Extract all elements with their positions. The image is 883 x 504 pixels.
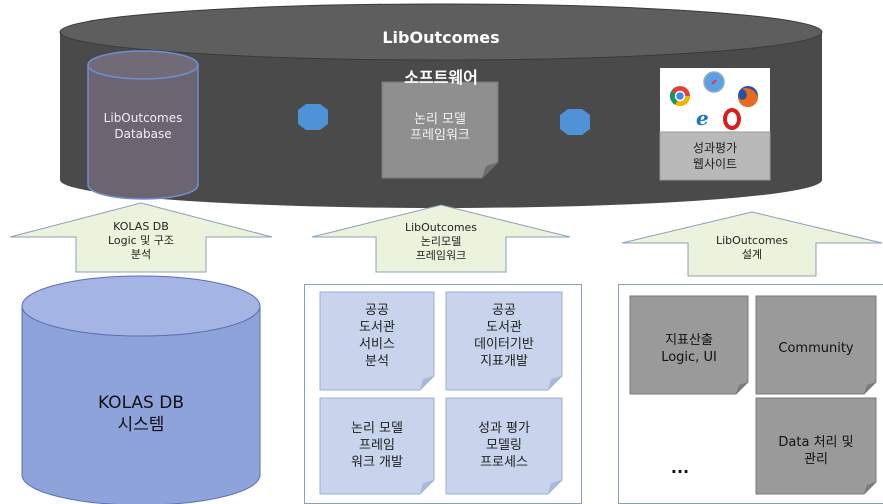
browser-icons: e	[669, 71, 758, 130]
software-title: LibOutcomes 소프트웨어	[341, 8, 541, 108]
connector-right	[560, 109, 590, 135]
software-cylinder	[59, 3, 823, 208]
kolas-db-cylinder	[21, 275, 261, 504]
firefox-icon	[737, 86, 758, 108]
chrome-icon	[669, 86, 691, 107]
note-indicator-development: 공공 도서관 데이터기반 지표개발	[474, 303, 534, 369]
note-library-service: 공공 도서관 서비스 분석	[359, 303, 395, 369]
svg-text:e: e	[696, 106, 709, 130]
libout-database-label: LibOutcomes Database	[103, 111, 183, 141]
arrow-1	[9, 202, 273, 273]
connector-left	[298, 104, 328, 130]
note-framework-development: 논리 모델 프레임 워크 개발	[351, 421, 403, 470]
box-community: Community	[778, 341, 854, 356]
arrow-3	[621, 211, 883, 277]
box-data-management: Data 처리 및 관리	[778, 435, 854, 467]
middle-notes	[319, 291, 563, 495]
ie-icon: e	[696, 106, 709, 130]
arrow-1-label: KOLAS DB Logic 및 구조 분석	[107, 220, 175, 261]
arrow-2-label: LibOutcomes 논리모델 프레임워크	[404, 221, 478, 262]
ellipsis-text: ...	[670, 458, 690, 477]
opera-icon	[723, 108, 741, 130]
arrow-3-label: LibOutcomes 설계	[715, 234, 789, 261]
right-boxes	[629, 295, 877, 495]
website-label: 성과평가 웹사이트	[692, 141, 738, 171]
up-arrows	[9, 202, 883, 277]
arrow-2	[311, 204, 571, 273]
box-indicator-logic-ui: 지표산출 Logic, UI	[661, 333, 717, 365]
software-title-line2: 소프트웨어	[404, 68, 478, 87]
safari-icon	[703, 71, 725, 93]
note-modeling-process: 성과 평가 모델링 프로세스	[478, 421, 530, 470]
kolas-db-label: KOLAS DB 시스템	[97, 393, 185, 435]
software-title-line1: LibOutcomes	[382, 28, 500, 47]
framework-label: 논리 모델 프레임워크	[410, 112, 470, 143]
